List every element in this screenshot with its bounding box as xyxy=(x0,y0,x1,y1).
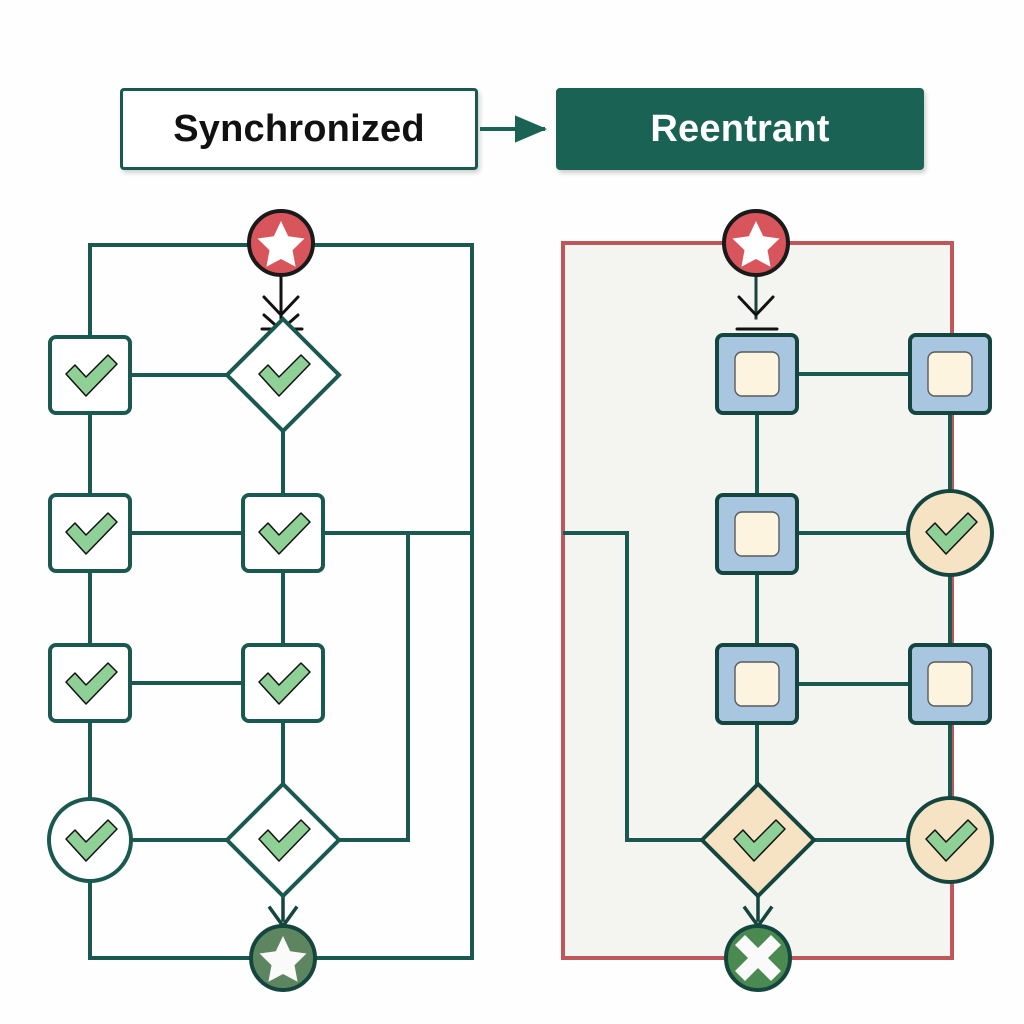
edge-left-return-rail xyxy=(563,531,704,842)
check-icon xyxy=(733,819,786,862)
left-flowchart xyxy=(47,209,474,992)
right-start-star-node[interactable] xyxy=(722,209,790,277)
left-circle-check-4[interactable] xyxy=(47,797,133,883)
x-mark-icon xyxy=(735,935,781,981)
right-end-x-node[interactable] xyxy=(724,924,792,992)
left-task-mid-2[interactable] xyxy=(241,493,325,573)
header-label-reentrant: Reentrant xyxy=(650,107,830,150)
check-icon xyxy=(258,512,311,555)
left-task-mid-3[interactable] xyxy=(241,643,325,723)
left-start-star-node[interactable] xyxy=(247,209,315,277)
right-lock-box-2[interactable] xyxy=(715,493,799,575)
left-end-star-node[interactable] xyxy=(249,924,317,992)
edge-taskmid2-return-rail xyxy=(321,531,410,842)
header-box-reentrant[interactable]: Reentrant xyxy=(556,88,924,170)
right-lock-box-3-right[interactable] xyxy=(908,643,992,725)
edge-start-to-right-rail xyxy=(311,243,474,960)
check-icon xyxy=(258,819,311,862)
left-decision-top[interactable] xyxy=(224,316,342,434)
check-icon xyxy=(65,512,118,555)
right-circle-check-2[interactable] xyxy=(906,489,994,577)
inner-square-icon xyxy=(734,511,780,557)
check-icon xyxy=(258,354,311,397)
check-icon xyxy=(925,512,978,555)
check-icon xyxy=(65,354,118,397)
right-flowchart xyxy=(561,209,994,992)
left-decision-bottom[interactable] xyxy=(224,781,342,899)
check-icon xyxy=(258,662,311,705)
check-icon xyxy=(925,819,978,862)
inner-square-icon xyxy=(734,661,780,707)
header-box-synchronized[interactable]: Synchronized xyxy=(120,88,478,170)
edge-start-to-left-rail xyxy=(88,243,251,342)
star-icon xyxy=(732,221,780,267)
inner-square-icon xyxy=(734,351,780,397)
left-task-left-2[interactable] xyxy=(48,493,132,573)
right-lock-box-3[interactable] xyxy=(715,643,799,725)
right-flow-edges xyxy=(563,273,952,929)
edge-circle4-to-end xyxy=(88,879,253,960)
left-task-left-1[interactable] xyxy=(48,335,132,415)
star-icon xyxy=(257,221,305,267)
header-label-synchronized: Synchronized xyxy=(173,107,425,150)
right-lock-box-1-right[interactable] xyxy=(908,333,992,415)
right-start-arrow-chevrons xyxy=(735,295,779,331)
right-circle-check-4[interactable] xyxy=(906,796,994,884)
star-icon xyxy=(259,936,307,982)
right-lock-box-1[interactable] xyxy=(715,333,799,415)
left-flow-edges xyxy=(88,243,474,960)
inner-square-icon xyxy=(927,661,973,707)
left-task-left-3[interactable] xyxy=(48,643,132,723)
check-icon xyxy=(65,662,118,705)
inner-square-icon xyxy=(927,351,973,397)
right-decision-bottom[interactable] xyxy=(699,781,817,899)
check-icon xyxy=(65,819,118,862)
